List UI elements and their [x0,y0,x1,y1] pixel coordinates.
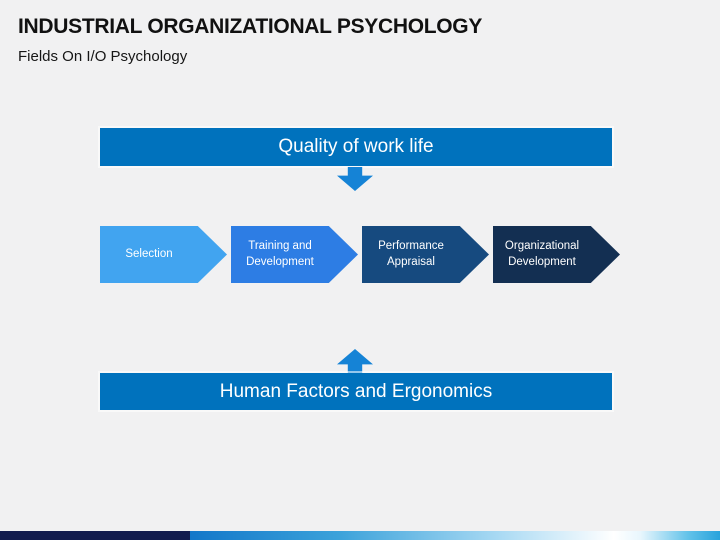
chevron-performance-appraisal-label: Performance Appraisal [378,239,444,268]
chevron-organizational-development: Organizational Development [493,226,620,283]
chevron-selection-label: Selection [125,247,173,260]
up-arrow-icon [337,349,373,373]
quality-of-work-life-bar: Quality of work life [100,128,612,166]
down-arrow-icon [337,167,373,191]
chevron-performance-appraisal: Performance Appraisal [362,226,489,283]
slide-subtitle: Fields On I/O Psychology [18,48,188,65]
footer-navy-segment [0,531,190,540]
human-factors-ergonomics-label: Human Factors and Ergonomics [219,380,493,402]
footer-accent-strip [0,531,720,540]
slide-title: INDUSTRIAL ORGANIZATIONAL PSYCHOLOGY [18,15,483,38]
quality-of-work-life-label: Quality of work life [278,136,434,157]
chevron-training-and-development: Training and Development [231,226,358,283]
chevron-organizational-development-label: Organizational Development [504,239,580,268]
chevron-training-and-development-label: Training and Development [246,239,314,268]
chevron-selection: Selection [100,226,227,283]
human-factors-ergonomics-bar: Human Factors and Ergonomics [100,373,612,410]
footer-gradient-segment [190,531,720,540]
